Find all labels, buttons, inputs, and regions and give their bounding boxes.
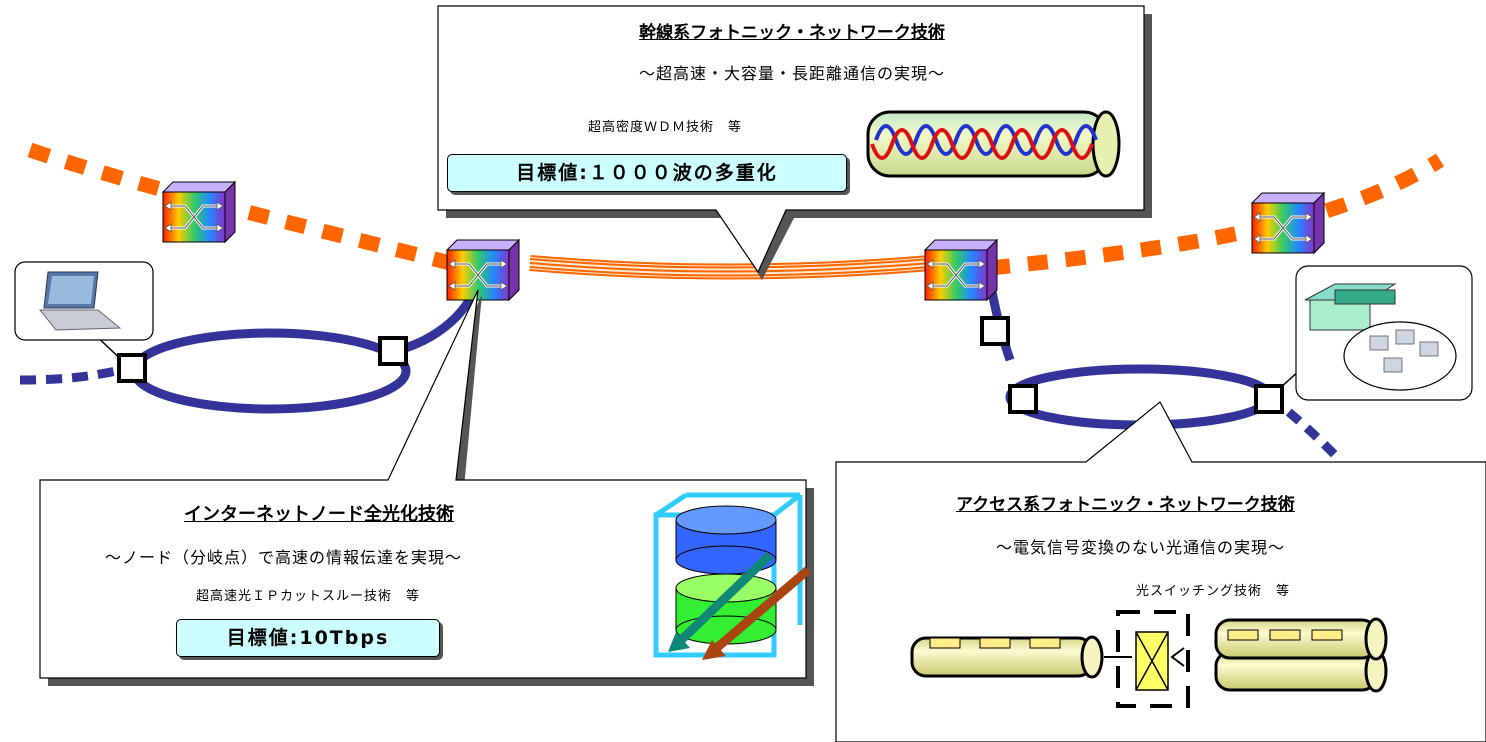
optical-switch-icon	[1250, 191, 1326, 255]
optical-switching-icon	[910, 610, 1388, 708]
access-callout	[835, 401, 1486, 742]
backbone-goal-label: 目標値	[516, 162, 580, 184]
node-title: インターネットノード全光化技術	[184, 504, 454, 525]
backbone-callout	[437, 5, 1152, 280]
wdm-fiber-icon	[866, 110, 1121, 178]
laptop-icon	[14, 261, 154, 341]
ring-node	[378, 336, 408, 366]
node-tech: 超高速光ＩＰカットスルー技術 等	[196, 589, 421, 604]
backbone-link-left	[27, 142, 472, 276]
backbone-goal: 目標値:１０００波の多重化	[447, 154, 847, 192]
backbone-subtitle: ～超高速・大容量・長距離通信の実現～	[638, 64, 945, 83]
ring-node	[980, 316, 1010, 346]
node-callout	[39, 289, 814, 686]
wdm-link	[529, 255, 931, 280]
node-goal-value: :10Tbps	[289, 627, 390, 649]
ring-node	[1008, 384, 1038, 414]
optical-switch-icon	[161, 180, 237, 244]
access-tech: 光スイッチング技術 等	[1136, 584, 1291, 599]
optical-switch-icon	[923, 238, 999, 302]
backbone-tech: 超高密度ＷＤＭ技術 等	[588, 120, 743, 135]
node-subtitle: ～ノード（分岐点）で高速の情報伝達を実現～	[105, 548, 463, 567]
ring-node	[117, 353, 147, 383]
access-title: アクセス系フォトニック・ネットワーク技術	[956, 495, 1295, 515]
access-subtitle: ～電気信号変換のない光通信の実現～	[996, 538, 1286, 557]
backbone-goal-value: :１０００波の多重化	[579, 162, 778, 184]
node-goal: 目標値:10Tbps	[176, 619, 440, 657]
optical-switch-icon	[445, 238, 521, 302]
ring-node	[1254, 384, 1284, 414]
router-cutthrough-icon	[653, 492, 811, 660]
building-icon	[1295, 265, 1473, 401]
backbone-title: 幹線系フォトニック・ネットワーク技術	[639, 23, 945, 43]
node-goal-label: 目標値	[226, 627, 290, 649]
